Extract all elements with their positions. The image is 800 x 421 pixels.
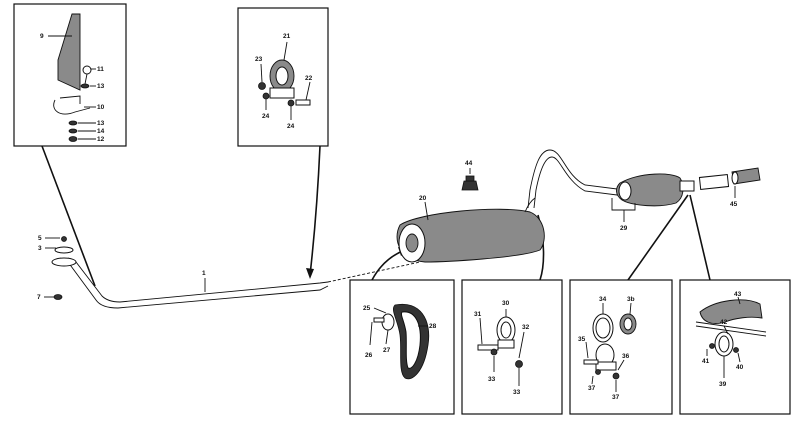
callout-13-lower: 13 — [97, 120, 105, 127]
callout-21: 21 — [283, 33, 291, 40]
leader-clamp-34 — [627, 194, 689, 281]
callout-32: 32 — [522, 324, 530, 331]
inset-clamp-34: 34 3b 35 36 37 37 — [569, 279, 673, 415]
callout-5: 5 — [38, 235, 42, 242]
nut-37-right — [612, 372, 620, 380]
bolt-31 — [477, 344, 499, 351]
callout-42: 42 — [720, 319, 728, 326]
clamp-ears — [269, 87, 295, 99]
inset-clamp-30: 30 31 32 33 33 — [461, 279, 563, 415]
callout-28: 28 — [429, 323, 437, 330]
callout-39: 39 — [719, 381, 727, 388]
washer-24-right — [287, 99, 295, 107]
callout-25: 25 — [363, 305, 371, 312]
hanger-strap — [53, 99, 91, 115]
nut-33-right — [515, 360, 523, 368]
washer-24-left — [262, 92, 270, 100]
callout-20: 20 — [419, 195, 427, 202]
callout-37-left: 37 — [588, 385, 596, 392]
inset-hanger-42: 43 42 41 40 39 — [679, 279, 791, 415]
bracket-plate — [57, 13, 81, 91]
callout-44: 44 — [465, 160, 473, 167]
leader-left-inset — [41, 145, 96, 287]
callout-35: 35 — [578, 336, 586, 343]
bolt-26 — [373, 317, 385, 323]
callout-23: 23 — [255, 56, 263, 63]
stud-5 — [61, 236, 67, 242]
callout-10: 10 — [97, 104, 105, 111]
bolt-35 — [583, 359, 599, 365]
leader-clamp-25 — [371, 249, 406, 281]
tail-pipe-assembly: 29 45 — [527, 149, 761, 232]
callout-36: 36 — [622, 353, 630, 360]
callout-26: 26 — [365, 352, 373, 359]
gasket-3 — [54, 246, 74, 254]
callout-30: 30 — [502, 300, 510, 307]
callout-24-right: 24 — [287, 123, 295, 130]
inset-clamp-upper: 21 22 23 24 24 — [237, 7, 329, 147]
callout-27: 27 — [383, 347, 391, 354]
washer-13-upper — [80, 83, 90, 89]
hanger-rubber-strap — [695, 321, 767, 333]
callout-45: 45 — [730, 201, 738, 208]
bolt-41 — [709, 343, 715, 349]
callout-22: 22 — [305, 75, 313, 82]
callout-14: 14 — [97, 128, 105, 135]
bolt-22 — [295, 99, 311, 106]
callout-43: 43 — [734, 291, 742, 298]
callout-3: 3 — [38, 245, 42, 252]
callout-34: 34 — [599, 296, 607, 303]
hanger-bracket-43 — [699, 299, 763, 324]
rear-muffler — [616, 173, 684, 207]
nut-23 — [258, 82, 266, 90]
nut-40 — [733, 347, 739, 353]
callout-37-right: 37 — [612, 394, 620, 401]
callout-24-left: 24 — [262, 113, 270, 120]
front-pipe: 5 3 7 1 — [37, 235, 421, 309]
washer-13-lower — [68, 120, 78, 126]
washer-37-left — [595, 369, 601, 375]
callout-31: 31 — [474, 311, 482, 318]
callout-33-left: 33 — [488, 376, 496, 383]
leader-middle-inset — [309, 145, 321, 276]
front-muffler: 20 — [396, 195, 545, 263]
inset-clamp-25: 25 28 26 27 — [349, 279, 455, 415]
tail-pipe-segment — [679, 180, 695, 192]
washer-33-left — [490, 348, 498, 356]
callout-1: 1 — [202, 270, 206, 277]
callout-40: 40 — [736, 364, 744, 371]
callout-29: 29 — [620, 225, 628, 232]
callout-7: 7 — [37, 294, 41, 301]
callout-9: 9 — [40, 33, 44, 40]
bolt-11 — [82, 65, 92, 75]
nut-7 — [53, 294, 63, 300]
callout-12: 12 — [97, 136, 105, 143]
tail-pipe-extension — [698, 174, 730, 190]
inset-hanger-bracket: 9 11 13 10 13 14 12 — [13, 3, 127, 147]
callout-13-upper: 13 — [97, 83, 105, 90]
leader-hanger-42 — [689, 194, 711, 281]
inset-frame — [569, 279, 673, 415]
washer-14 — [68, 128, 78, 134]
callout-11: 11 — [97, 66, 104, 73]
callout-3b: 3b — [627, 296, 635, 303]
callout-33-right: 33 — [513, 389, 521, 396]
rubber-mount: 44 — [461, 160, 479, 191]
nut-12 — [68, 136, 78, 142]
callout-41: 41 — [702, 358, 710, 365]
pipe-flange — [51, 257, 77, 267]
